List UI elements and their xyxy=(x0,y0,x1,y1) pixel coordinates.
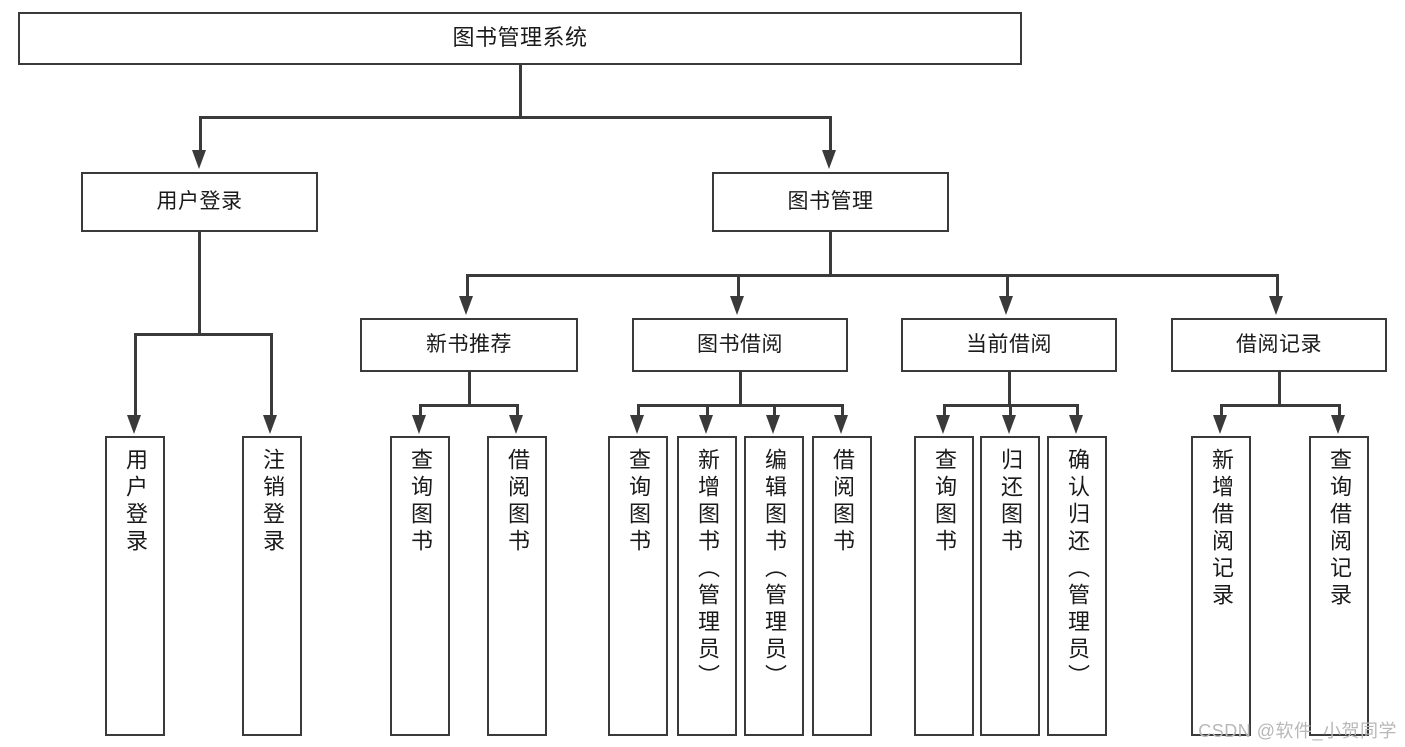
node-user-login[interactable]: 用户登录 xyxy=(81,172,318,232)
node-label: 查询图书 xyxy=(626,448,651,556)
connector-book-borrow-branch-1 xyxy=(637,404,640,417)
arrow-current-borrow-leaf-3 xyxy=(1069,415,1083,434)
node-label: 图书管理 xyxy=(787,190,874,214)
arrow-new-book-leaf-2 xyxy=(509,415,523,434)
connector-book-manage-branch-4 xyxy=(1276,274,1279,298)
arrow-book-borrow-leaf-2 xyxy=(699,415,713,434)
connector-book-borrow-branch-4 xyxy=(841,404,844,417)
connector-book-borrow-stem xyxy=(739,372,742,406)
arrow-user-login-leaf-2 xyxy=(263,415,277,434)
connector-root-to-book-manage xyxy=(829,116,832,154)
node-label: 借阅图书 xyxy=(830,448,855,556)
connector-book-manage-branch-3 xyxy=(1006,274,1009,298)
connector-current-borrow-branch-1 xyxy=(943,404,946,417)
arrow-book-borrow-leaf-1 xyxy=(630,415,644,434)
leaf-borrow-book-recommend[interactable]: 借阅图书 xyxy=(487,436,547,736)
arrow-current-borrow-leaf-2 xyxy=(1002,415,1016,434)
arrow-book-manage-to-new-book xyxy=(459,296,473,315)
node-label: 新增借阅记录 xyxy=(1209,448,1234,610)
arrow-book-manage-to-borrow-record xyxy=(1269,296,1283,315)
arrow-new-book-leaf-1 xyxy=(412,415,426,434)
leaf-query-book-current[interactable]: 查询图书 xyxy=(914,436,974,736)
node-label: 图书借阅 xyxy=(697,333,783,357)
leaf-borrow-book[interactable]: 借阅图书 xyxy=(812,436,872,736)
leaf-logout-login[interactable]: 注销登录 xyxy=(242,436,302,736)
connector-user-login-stem xyxy=(198,232,201,335)
connector-user-login-bar xyxy=(134,333,272,336)
connector-new-book-stem xyxy=(468,372,471,406)
arrow-borrow-record-leaf-1 xyxy=(1213,415,1227,434)
connector-book-manage-bar xyxy=(466,274,1278,277)
connector-new-book-branch-1 xyxy=(419,404,422,417)
connector-user-login-branch-2 xyxy=(270,333,273,417)
connector-new-book-bar xyxy=(419,404,518,407)
node-label: 注销登录 xyxy=(260,448,285,556)
connector-root-to-user-login xyxy=(199,116,202,154)
connector-borrow-record-bar xyxy=(1220,404,1340,407)
arrow-root-to-book-manage xyxy=(822,150,836,169)
arrow-book-manage-to-book-borrow xyxy=(730,296,744,315)
leaf-add-borrow-record[interactable]: 新增借阅记录 xyxy=(1191,436,1251,736)
connector-current-borrow-branch-3 xyxy=(1076,404,1079,417)
leaf-query-book-recommend[interactable]: 查询图书 xyxy=(390,436,450,736)
node-label: 当前借阅 xyxy=(966,333,1052,357)
arrow-current-borrow-leaf-1 xyxy=(936,415,950,434)
connector-book-manage-stem xyxy=(829,232,832,276)
connector-root-stem xyxy=(519,65,522,117)
connector-book-manage-branch-2 xyxy=(737,274,740,298)
connector-borrow-record-stem xyxy=(1278,372,1281,406)
node-label: 借阅图书 xyxy=(505,448,530,556)
connector-book-borrow-bar xyxy=(637,404,843,407)
node-label: 新书推荐 xyxy=(426,333,512,357)
arrow-book-manage-to-current-borrow xyxy=(999,296,1013,315)
node-book-manage[interactable]: 图书管理 xyxy=(712,172,949,232)
leaf-user-login[interactable]: 用户登录 xyxy=(105,436,165,736)
leaf-query-book-borrow[interactable]: 查询图书 xyxy=(608,436,668,736)
node-label: 查询借阅记录 xyxy=(1327,448,1352,610)
node-label: 编辑图书（管理员） xyxy=(762,448,787,691)
node-label: 新增图书（管理员） xyxy=(695,448,720,691)
connector-borrow-record-branch-1 xyxy=(1220,404,1223,417)
node-label: 用户登录 xyxy=(156,190,243,214)
connector-book-borrow-branch-3 xyxy=(773,404,776,417)
node-borrow-record[interactable]: 借阅记录 xyxy=(1171,318,1387,372)
node-current-borrow[interactable]: 当前借阅 xyxy=(901,318,1117,372)
node-label: 归还图书 xyxy=(998,448,1023,556)
connector-book-borrow-branch-2 xyxy=(706,404,709,417)
connector-user-login-branch-1 xyxy=(134,333,137,417)
arrow-root-to-user-login xyxy=(192,150,206,169)
connector-borrow-record-branch-2 xyxy=(1338,404,1341,417)
connector-root-bar xyxy=(199,116,832,119)
node-book-borrow[interactable]: 图书借阅 xyxy=(632,318,848,372)
node-label: 借阅记录 xyxy=(1236,333,1322,357)
leaf-edit-book[interactable]: 编辑图书（管理员） xyxy=(744,436,804,736)
arrow-user-login-leaf-1 xyxy=(127,415,141,434)
arrow-book-borrow-leaf-3 xyxy=(766,415,780,434)
node-label: 图书管理系统 xyxy=(452,25,588,51)
arrow-book-borrow-leaf-4 xyxy=(834,415,848,434)
node-label: 查询图书 xyxy=(408,448,433,556)
leaf-confirm-return[interactable]: 确认归还（管理员） xyxy=(1047,436,1107,736)
node-label: 确认归还（管理员） xyxy=(1065,448,1090,691)
node-new-book-recommend[interactable]: 新书推荐 xyxy=(360,318,578,372)
leaf-query-borrow-record[interactable]: 查询借阅记录 xyxy=(1309,436,1369,736)
connector-current-borrow-stem xyxy=(1008,372,1011,406)
csdn-watermark: CSDN @软件_小贺同学 xyxy=(1198,721,1397,741)
connector-book-manage-branch-1 xyxy=(466,274,469,298)
node-root-system[interactable]: 图书管理系统 xyxy=(18,12,1022,65)
leaf-add-book[interactable]: 新增图书（管理员） xyxy=(677,436,737,736)
connector-new-book-branch-2 xyxy=(516,404,519,417)
arrow-borrow-record-leaf-2 xyxy=(1331,415,1345,434)
connector-current-borrow-branch-2 xyxy=(1009,404,1012,417)
node-label: 查询图书 xyxy=(932,448,957,556)
leaf-return-book[interactable]: 归还图书 xyxy=(980,436,1040,736)
node-label: 用户登录 xyxy=(123,448,148,556)
